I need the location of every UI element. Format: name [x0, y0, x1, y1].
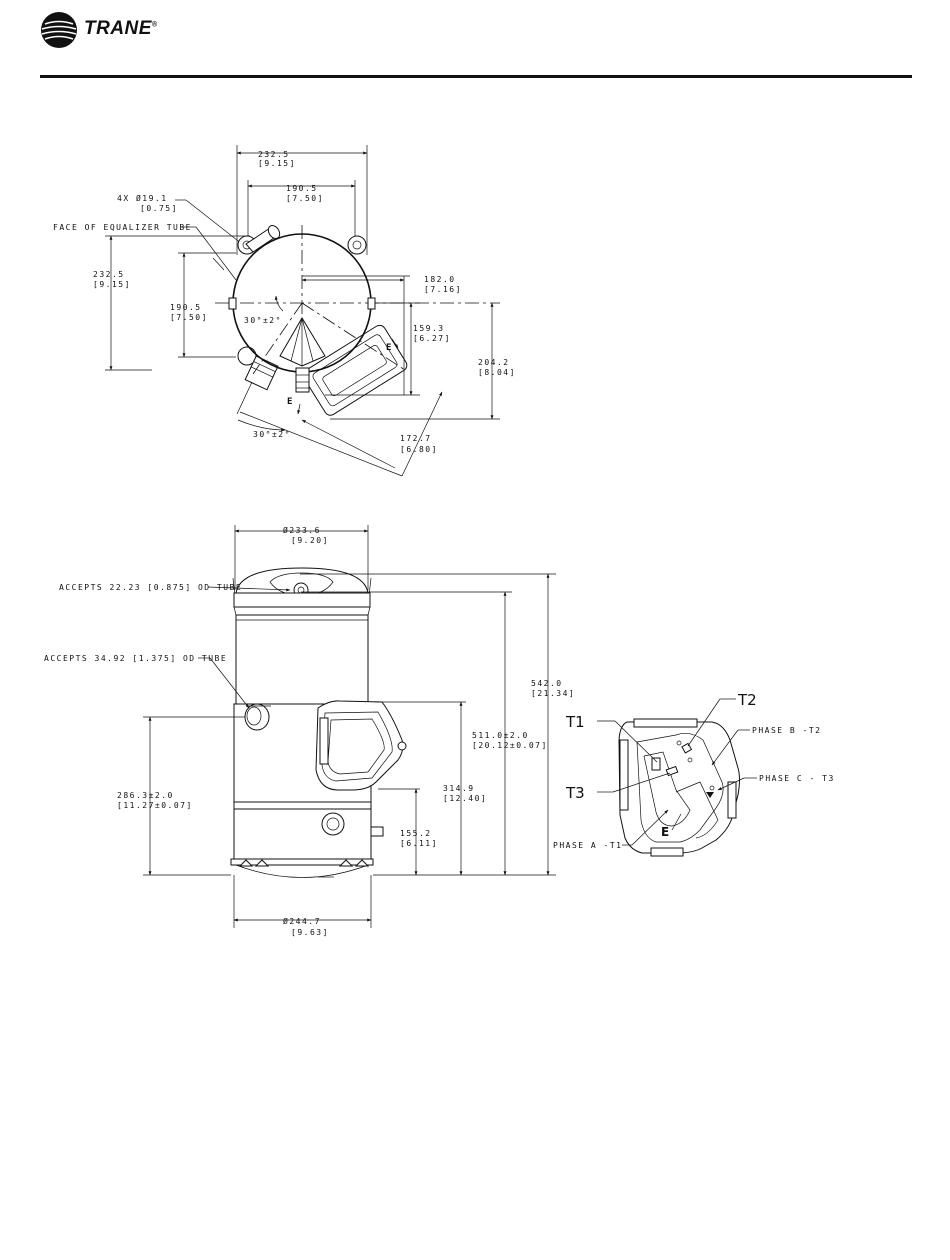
- marker-e-lower: E: [287, 397, 294, 407]
- hole-callout-in: [0.75]: [140, 204, 178, 213]
- dim-top-dia: Ø233.6: [283, 525, 321, 535]
- dim-top-dia-in: [9.20]: [291, 536, 329, 545]
- dim-top-depth-in: [9.15]: [93, 280, 131, 289]
- angle-upper: 30°±2°: [244, 316, 282, 325]
- dim-542: 542.0: [531, 679, 563, 688]
- dim-base-dia: Ø244.7: [283, 916, 321, 926]
- hole-callout: 4X Ø19.1: [117, 193, 168, 203]
- dim-511-in: [20.12±0.07]: [472, 741, 548, 750]
- terminal-marker-e: E: [661, 825, 669, 839]
- phase-b-label: PHASE B -T2: [752, 726, 821, 735]
- dim-286-in: [11.27±0.07]: [117, 801, 193, 810]
- dim-182: 182.0: [424, 275, 456, 284]
- dim-mount-depth: 190.5: [170, 303, 202, 312]
- dim-204: 204.2: [478, 358, 510, 367]
- side-view: Ø233.6 [9.20]: [44, 525, 575, 937]
- suction-tube-label: ACCEPTS 22.23 [0.875] OD TUBE: [59, 583, 242, 592]
- phase-c-label: PHASE C - T3: [759, 774, 835, 783]
- top-view: 232.5 [9.15] 190.5 [7.50] 4X Ø19.1 [0.75…: [53, 145, 516, 477]
- discharge-tube-label: ACCEPTS 34.92 [1.375] OD TUBE: [44, 654, 227, 663]
- dim-top-width-in: [9.15]: [258, 159, 296, 168]
- header-rule: [40, 75, 912, 78]
- dim-mount-width: 190.5: [286, 184, 318, 193]
- dim-mount-depth-in: [7.50]: [170, 313, 208, 322]
- terminal-t3: T3: [565, 784, 585, 802]
- dim-511: 511.0±2.0: [472, 731, 529, 740]
- dim-base-dia-in: [9.63]: [291, 928, 329, 937]
- angle-lower: 30°±2°: [253, 430, 291, 439]
- dim-159-in: [6.27]: [413, 334, 451, 343]
- dim-204-in: [8.04]: [478, 368, 516, 377]
- trane-logo-icon: [41, 12, 77, 48]
- dim-182-in: [7.16]: [424, 285, 462, 294]
- page-header: TRANE®: [0, 0, 950, 80]
- dim-155: 155.2: [400, 829, 432, 838]
- terminal-box-view: E T1 T2 T3 PHASE B -T2 PHASE C - T3 PHAS…: [553, 691, 835, 857]
- dim-314: 314.9: [443, 784, 475, 793]
- dim-286: 286.3±2.0: [117, 791, 174, 800]
- dim-314-in: [12.40]: [443, 794, 487, 803]
- terminal-t1: T1: [565, 713, 585, 731]
- dim-172: 172.7: [400, 434, 432, 443]
- dim-172-in: [6.80]: [400, 445, 438, 454]
- phase-a-label: PHASE A -T1: [553, 841, 622, 850]
- marker-e-upper: E: [386, 343, 393, 353]
- dim-542-in: [21.34]: [531, 689, 575, 698]
- dim-mount-width-in: [7.50]: [286, 194, 324, 203]
- dim-155-in: [6.11]: [400, 839, 438, 848]
- brand-name: TRANE®: [84, 18, 158, 39]
- terminal-t2: T2: [737, 691, 757, 709]
- dim-top-width: 232.5: [258, 150, 290, 159]
- dim-top-depth: 232.5: [93, 270, 125, 279]
- dim-159: 159.3: [413, 324, 445, 333]
- equalizer-label: FACE OF EQUALIZER TUBE: [53, 223, 192, 232]
